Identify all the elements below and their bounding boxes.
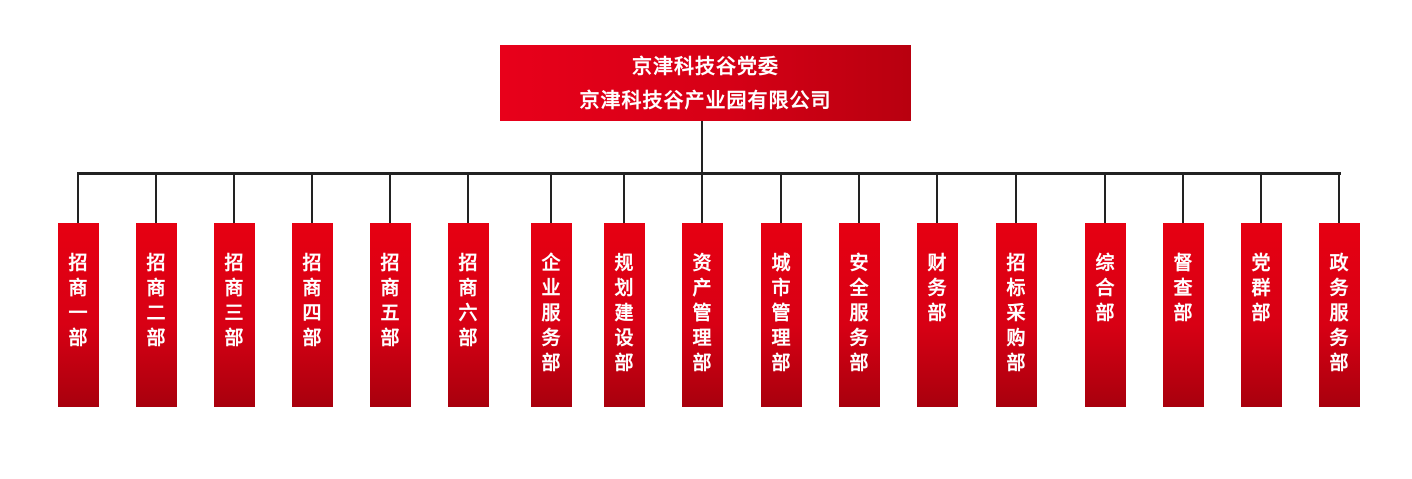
department-box: 财务部: [916, 223, 958, 407]
department-box: 招商二部: [135, 223, 177, 407]
department-label: 资产管理部: [692, 252, 712, 374]
department-box: 城市管理部: [760, 223, 802, 407]
department-connector: [780, 174, 782, 223]
department-label: 招商六部: [458, 252, 478, 349]
department-connector: [936, 174, 938, 223]
department-label: 城市管理部: [771, 252, 791, 374]
department-connector: [77, 174, 79, 223]
department-label: 招商二部: [146, 252, 166, 349]
department-box: 资产管理部: [681, 223, 723, 407]
department-connector: [389, 174, 391, 223]
department-label: 安全服务部: [849, 252, 869, 374]
department-box: 党群部: [1240, 223, 1282, 407]
department-connector: [1182, 174, 1184, 223]
department-box: 招商六部: [447, 223, 489, 407]
department-label: 财务部: [927, 252, 947, 324]
root-connector-vertical: [701, 121, 703, 174]
department-box: 政务服务部: [1318, 223, 1360, 407]
department-connector: [1260, 174, 1262, 223]
department-connector: [858, 174, 860, 223]
department-label: 综合部: [1095, 252, 1115, 324]
department-box: 招商一部: [57, 223, 99, 407]
department-connector: [623, 174, 625, 223]
department-connector: [467, 174, 469, 223]
root-organization-box: 京津科技谷党委 京津科技谷产业园有限公司: [500, 45, 911, 121]
department-box: 招商五部: [369, 223, 411, 407]
department-label: 招商一部: [68, 252, 88, 349]
department-connector: [1338, 174, 1340, 223]
department-box: 督查部: [1162, 223, 1204, 407]
department-label: 督查部: [1173, 252, 1193, 324]
department-label: 政务服务部: [1329, 252, 1349, 374]
department-label: 招商五部: [380, 252, 400, 349]
department-connector: [155, 174, 157, 223]
department-box: 安全服务部: [838, 223, 880, 407]
department-box: 综合部: [1084, 223, 1126, 407]
department-connector: [311, 174, 313, 223]
department-box: 招商四部: [291, 223, 333, 407]
department-box: 企业服务部: [530, 223, 572, 407]
department-label: 企业服务部: [541, 252, 561, 374]
department-connector: [1015, 174, 1017, 223]
root-title-line-1: 京津科技谷党委: [632, 54, 779, 78]
department-box: 招标采购部: [995, 223, 1037, 407]
department-connector: [233, 174, 235, 223]
department-connector: [1104, 174, 1106, 223]
department-label: 党群部: [1251, 252, 1271, 324]
root-title-line-2: 京津科技谷产业园有限公司: [579, 88, 832, 112]
department-connector: [701, 174, 703, 223]
department-box: 规划建设部: [603, 223, 645, 407]
department-label: 招标采购部: [1006, 252, 1026, 374]
department-label: 规划建设部: [614, 252, 634, 374]
department-connector: [550, 174, 552, 223]
department-label: 招商三部: [224, 252, 244, 349]
horizontal-connector-bar: [77, 172, 1341, 175]
department-box: 招商三部: [213, 223, 255, 407]
department-label: 招商四部: [302, 252, 322, 349]
